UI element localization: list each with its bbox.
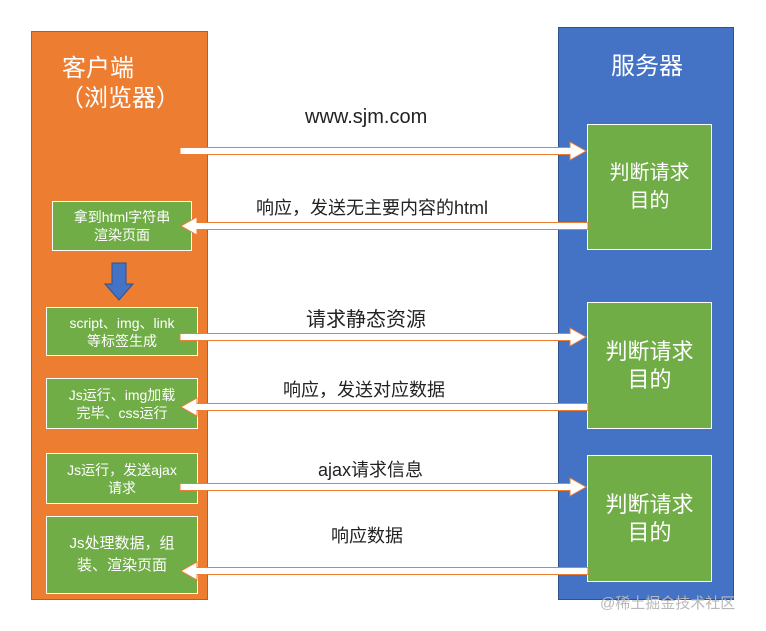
server-box-line: 目的 <box>627 519 672 545</box>
arrow-label: 响应，发送无主要内容的html <box>256 198 489 218</box>
client-step-line: 渲染页面 <box>94 227 150 243</box>
client-step-box: Js运行、img加载 完毕、css运行 <box>46 378 198 429</box>
arrow-label: www.sjm.com <box>305 106 428 128</box>
server-judge-box: 判断请求 目的 <box>587 455 712 582</box>
response-arrow <box>179 216 589 236</box>
down-arrow <box>103 262 135 301</box>
request-arrow <box>179 477 588 497</box>
client-step-box: 拿到html字符串 渲染页面 <box>52 201 192 251</box>
server-box-line: 判断请求 <box>609 162 690 184</box>
server-judge-box: 判断请求 目的 <box>587 302 712 429</box>
server-judge-box: 判断请求 目的 <box>587 124 712 250</box>
client-step-box: Js运行，发送ajax 请求 <box>46 453 198 504</box>
client-step-line: Js运行、img加载 <box>68 386 176 403</box>
server-box-line: 判断请求 <box>605 338 694 364</box>
client-step-line: 装、渲染页面 <box>76 557 167 574</box>
client-step-line: script、img、link <box>69 314 175 331</box>
client-step-line: 请求 <box>108 479 136 496</box>
client-step-line: 完毕、css运行 <box>76 404 168 421</box>
arrow-label: 响应数据 <box>331 526 403 546</box>
arrow-label: ajax请求信息 <box>318 460 424 480</box>
client-step-line: Js处理数据，组 <box>69 535 175 552</box>
server-box-line: 目的 <box>627 366 672 392</box>
response-arrow <box>179 561 589 581</box>
client-step-box: Js处理数据，组 装、渲染页面 <box>46 516 198 594</box>
request-arrow <box>179 327 588 347</box>
client-title: 客户端 <box>62 55 134 82</box>
server-box-line: 目的 <box>629 190 670 212</box>
response-arrow <box>179 397 589 417</box>
watermark: @稀土掘金技术社区 <box>600 595 736 612</box>
client-subtitle: （浏览器） <box>60 85 180 112</box>
client-step-line: 等标签生成 <box>87 332 157 349</box>
arrow-label: 响应，发送对应数据 <box>283 380 445 400</box>
client-step-line: 拿到html字符串 <box>73 209 171 225</box>
client-step-box: script、img、link 等标签生成 <box>46 307 198 356</box>
arrow-label: 请求静态资源 <box>306 309 426 331</box>
server-box-line: 判断请求 <box>605 491 694 517</box>
server-title: 服务器 <box>611 53 683 80</box>
client-step-line: Js运行，发送ajax <box>67 461 177 478</box>
request-arrow <box>179 141 588 161</box>
